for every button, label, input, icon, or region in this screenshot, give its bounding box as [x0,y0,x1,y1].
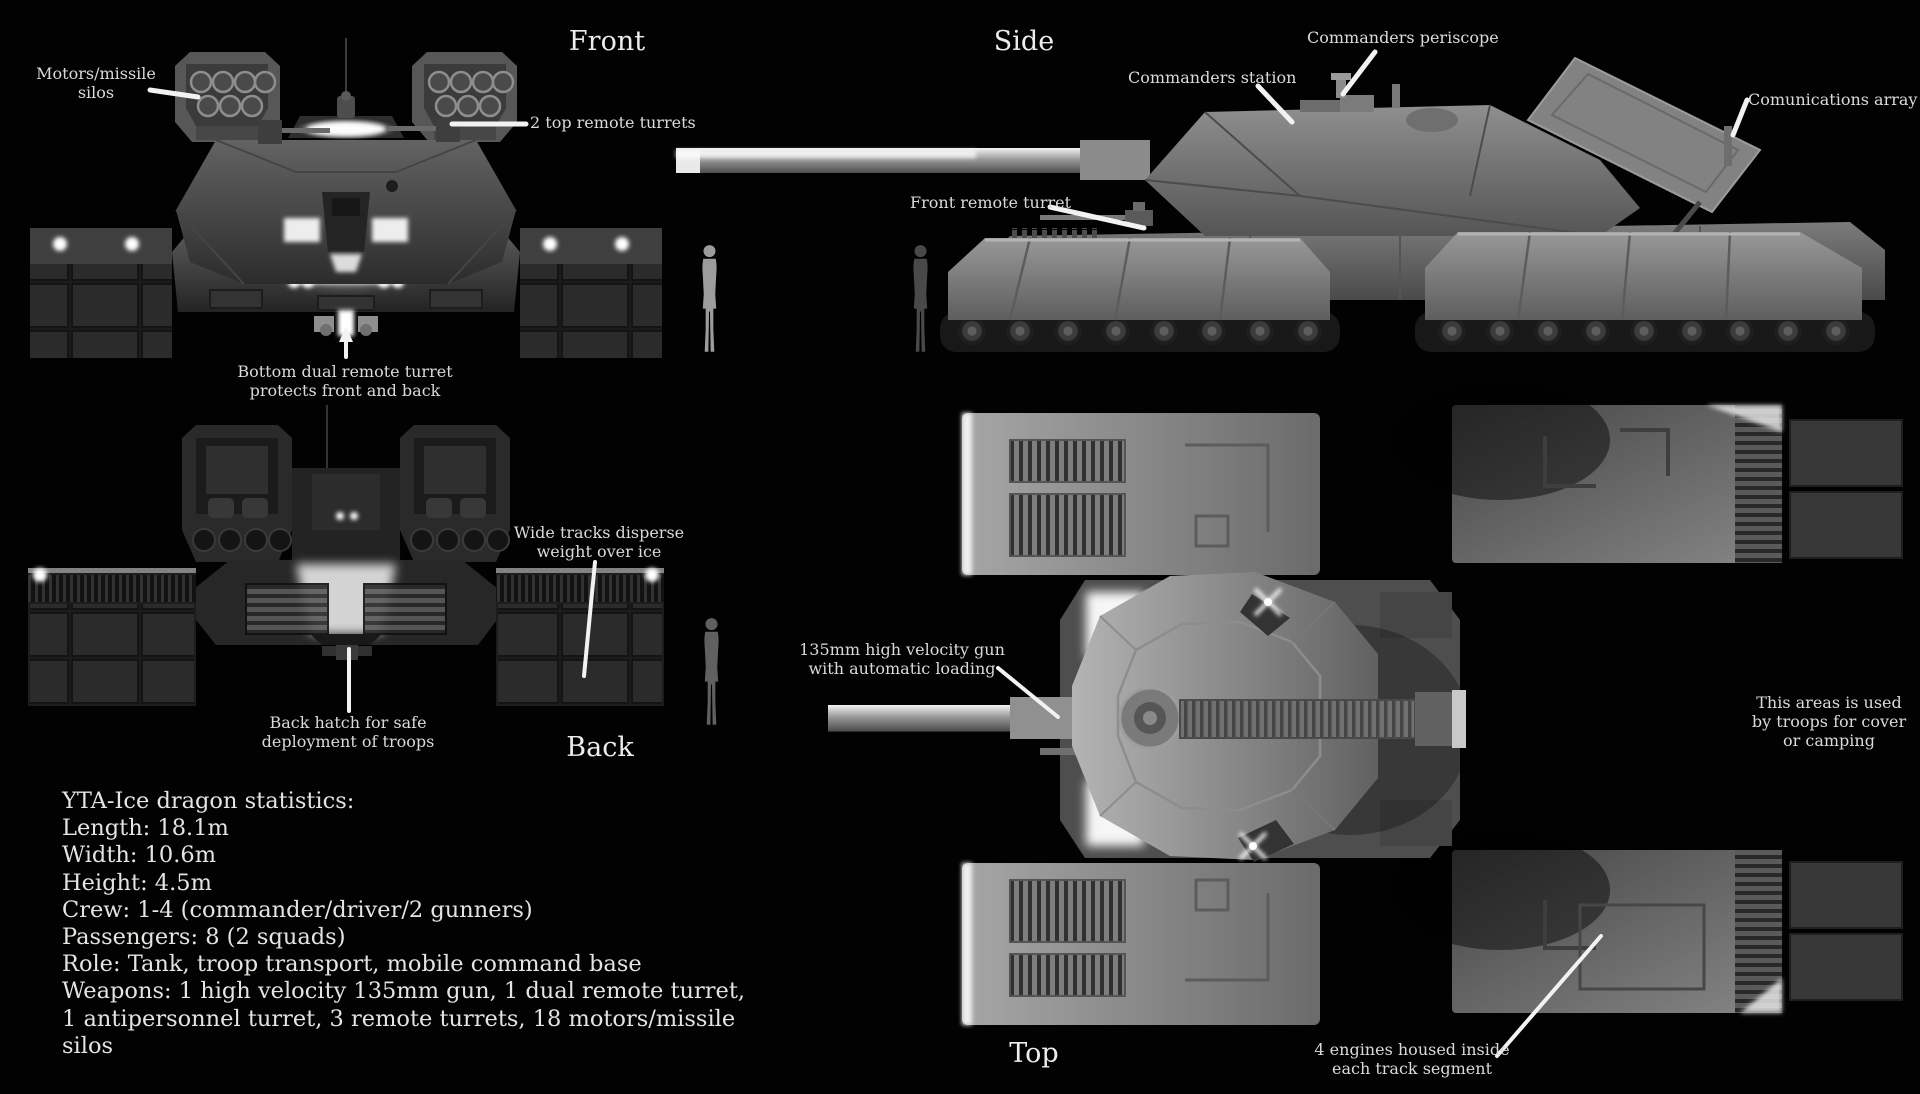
back-view-render [28,405,719,725]
side-track-rear [1415,231,1875,352]
silo-pod-back-left [182,425,292,562]
top-track-pod-front-left [962,413,1320,575]
front-view-render [30,38,717,358]
main-gun-top [828,697,1102,755]
human-scale-figure-back [704,618,719,725]
main-gun-barrel-side [676,140,1150,180]
label-four-engines: 4 engines housed inside each track segme… [1314,1040,1510,1079]
stat-line-passengers: Passengers: 8 (2 squads) [62,924,346,951]
stat-line-role: Role: Tank, troop transport, mobile comm… [62,951,642,978]
hull-spikes [1010,228,1100,238]
label-commanders-station: Commanders station [1128,68,1297,87]
view-title-front: Front [568,26,646,57]
label-back-hatch: Back hatch for safe deployment of troops [261,713,435,752]
human-scale-figure-front [702,245,717,352]
remote-turret-glint-upper [1240,587,1290,636]
top-track-pod-front-right [1390,380,1782,563]
leader-comunications-array [1730,97,1750,138]
leader-135mm-gun [996,666,1060,719]
view-title-back: Back [566,732,634,763]
back-track-left [28,568,196,706]
human-scale-figure-side [913,245,928,352]
front-track-right [520,228,662,358]
sensor-mast [1392,84,1400,108]
side-view-render [676,56,1885,352]
label-two-top-remote-turrets: 2 top remote turrets [530,113,696,132]
gun-housing-top [1118,686,1466,750]
label-motors-missile-silos: Motors/missile silos [36,64,156,103]
label-bottom-dual-remote-turret: Bottom dual remote turret protects front… [237,362,453,401]
front-track-left [30,228,172,358]
label-troops-cover-area: This areas is used by troops for cover o… [1751,693,1907,751]
leader-front-remote-turret [1047,204,1147,231]
label-135mm-gun: 135mm high velocity gun with automatic l… [799,640,1005,679]
up-arrow-bottom-turret [339,326,353,342]
back-track-right [496,568,664,706]
leader-wide-tracks [582,560,597,678]
turret-dome [1406,108,1458,132]
view-title-top: Top [1009,1038,1059,1069]
remote-turret-glint-lower [1238,820,1294,862]
leader-motors-missile-silos [147,87,201,100]
stat-line-height: Height: 4.5m [62,869,212,896]
front-turret [175,91,517,285]
view-title-side: Side [993,26,1055,57]
top-side-segments [1789,419,1903,1001]
top-view-render [828,380,1903,1025]
front-remote-turret-side [1040,202,1153,226]
top-remote-turret-left [258,120,330,144]
back-hull [180,560,512,660]
label-wide-tracks: Wide tracks disperse weight over ice [513,523,685,562]
side-turret [1144,73,1640,237]
leader-lines [147,49,1750,1058]
missile-silo-pod-left [175,52,280,142]
commanders-periscope [1331,73,1351,98]
back-turret [292,468,400,562]
statistics-block: YTA-Ice dragon statistics: Length: 18.1m… [62,788,750,1060]
leader-commanders-periscope [1340,49,1378,97]
top-track-pod-rear-left [962,863,1320,1025]
stat-line-width: Width: 10.6m [62,842,217,869]
commanders-station [1300,95,1374,112]
leader-commanders-station [1255,83,1295,125]
leader-four-engines [1495,934,1603,1058]
silo-pod-back-right [400,425,510,562]
bottom-dual-remote-turret [314,310,378,336]
comunications-array [1526,56,1762,236]
stat-line-crew: Crew: 1-4 (commander/driver/2 gunners) [62,896,533,923]
label-commanders-periscope: Commanders periscope [1307,28,1499,47]
top-remote-turret-right [388,118,460,142]
label-comunications-array: Comunications array [1748,90,1918,109]
stat-line-weapons: Weapons: 1 high velocity 135mm gun, 1 du… [62,978,746,1059]
side-track-front [940,237,1340,352]
top-track-pod-rear-right [1390,830,1782,1013]
statistics-heading: YTA-Ice dragon statistics: [62,788,355,814]
label-front-remote-turret: Front remote turret [910,193,1072,212]
stat-line-length: Length: 18.1m [62,815,229,842]
